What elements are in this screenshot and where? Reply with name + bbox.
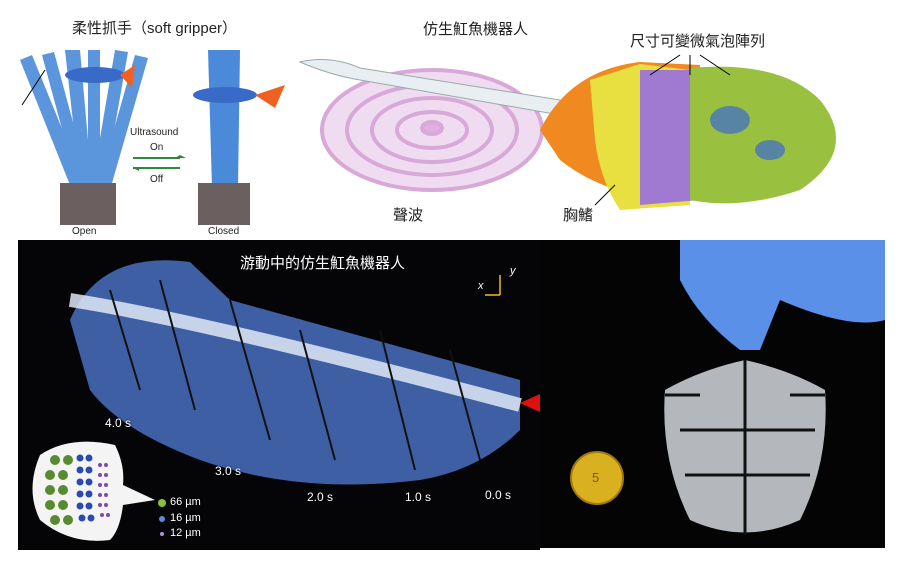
time-label: 1.0 s xyxy=(405,490,432,504)
swimming-title: 游動中的仿生魟魚機器人 xyxy=(240,255,406,272)
sound-wave-label: 聲波 xyxy=(393,207,424,224)
bubble-array-label: 尺寸可變微氣泡陣列 xyxy=(630,33,766,50)
gloved-hand xyxy=(680,240,885,350)
axis-y-label: y xyxy=(510,265,516,277)
time-label: 3.0 s xyxy=(215,464,242,478)
gripper-open-illustration xyxy=(20,50,148,225)
gripper-title: 柔性抓手（soft gripper） xyxy=(72,20,238,37)
bubble-size-inset xyxy=(32,441,166,541)
open-label: Open xyxy=(72,226,97,237)
axis-x-label: x xyxy=(478,280,484,292)
stingray-robot-illustration xyxy=(298,54,836,210)
coin-value: 5 xyxy=(592,470,600,485)
legend-12um: 12 µm xyxy=(170,527,201,539)
pectoral-fin-label: 胸鰭 xyxy=(563,207,594,224)
gripper-closed-illustration xyxy=(193,50,285,225)
legend-66um: 66 µm xyxy=(170,496,201,508)
time-label: 2.0 s xyxy=(307,490,334,504)
legend-16um: 16 µm xyxy=(170,512,201,524)
ultrasound-label: Ultrasound xyxy=(130,127,179,138)
closed-label: Closed xyxy=(208,226,240,237)
stingray-title: 仿生魟魚機器人 xyxy=(423,21,529,38)
time-label: 0.0 s xyxy=(485,488,512,502)
time-label: 4.0 s xyxy=(105,416,132,430)
on-label: On xyxy=(150,142,164,153)
coin xyxy=(570,451,624,505)
off-label: Off xyxy=(150,174,164,185)
